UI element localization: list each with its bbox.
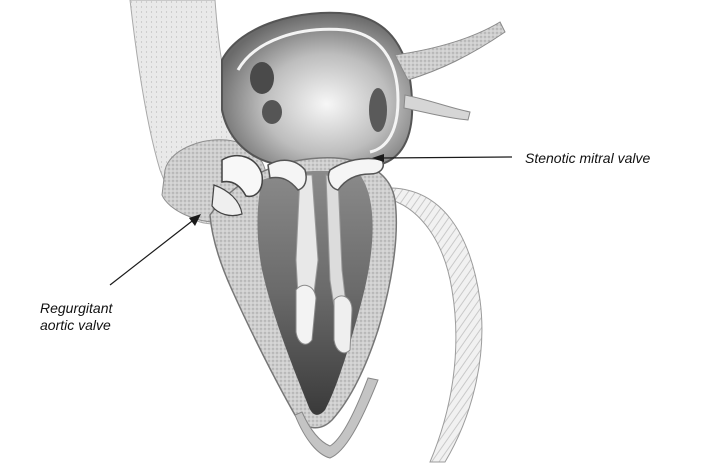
left-atrium — [222, 13, 412, 165]
vein-lower — [404, 95, 470, 120]
pulmonary-vein-opening-3 — [369, 88, 387, 132]
mitral-leader-line — [378, 157, 512, 158]
papillary-tip-right — [334, 296, 352, 353]
pulmonary-vein-opening-1 — [250, 62, 274, 94]
pulmonary-vein — [395, 22, 505, 80]
aortic-leader-line — [110, 218, 196, 285]
label-regurgitant-aortic-valve: Regurgitant aortic valve — [40, 300, 112, 334]
label-aortic-line-1: Regurgitant — [40, 300, 112, 317]
label-aortic-line-2: aortic valve — [40, 317, 112, 334]
label-stenotic-mitral-valve: Stenotic mitral valve — [525, 150, 650, 167]
label-mitral-text: Stenotic mitral valve — [525, 150, 650, 167]
outer-wall — [392, 188, 482, 462]
pulmonary-vein-opening-2 — [262, 100, 282, 124]
